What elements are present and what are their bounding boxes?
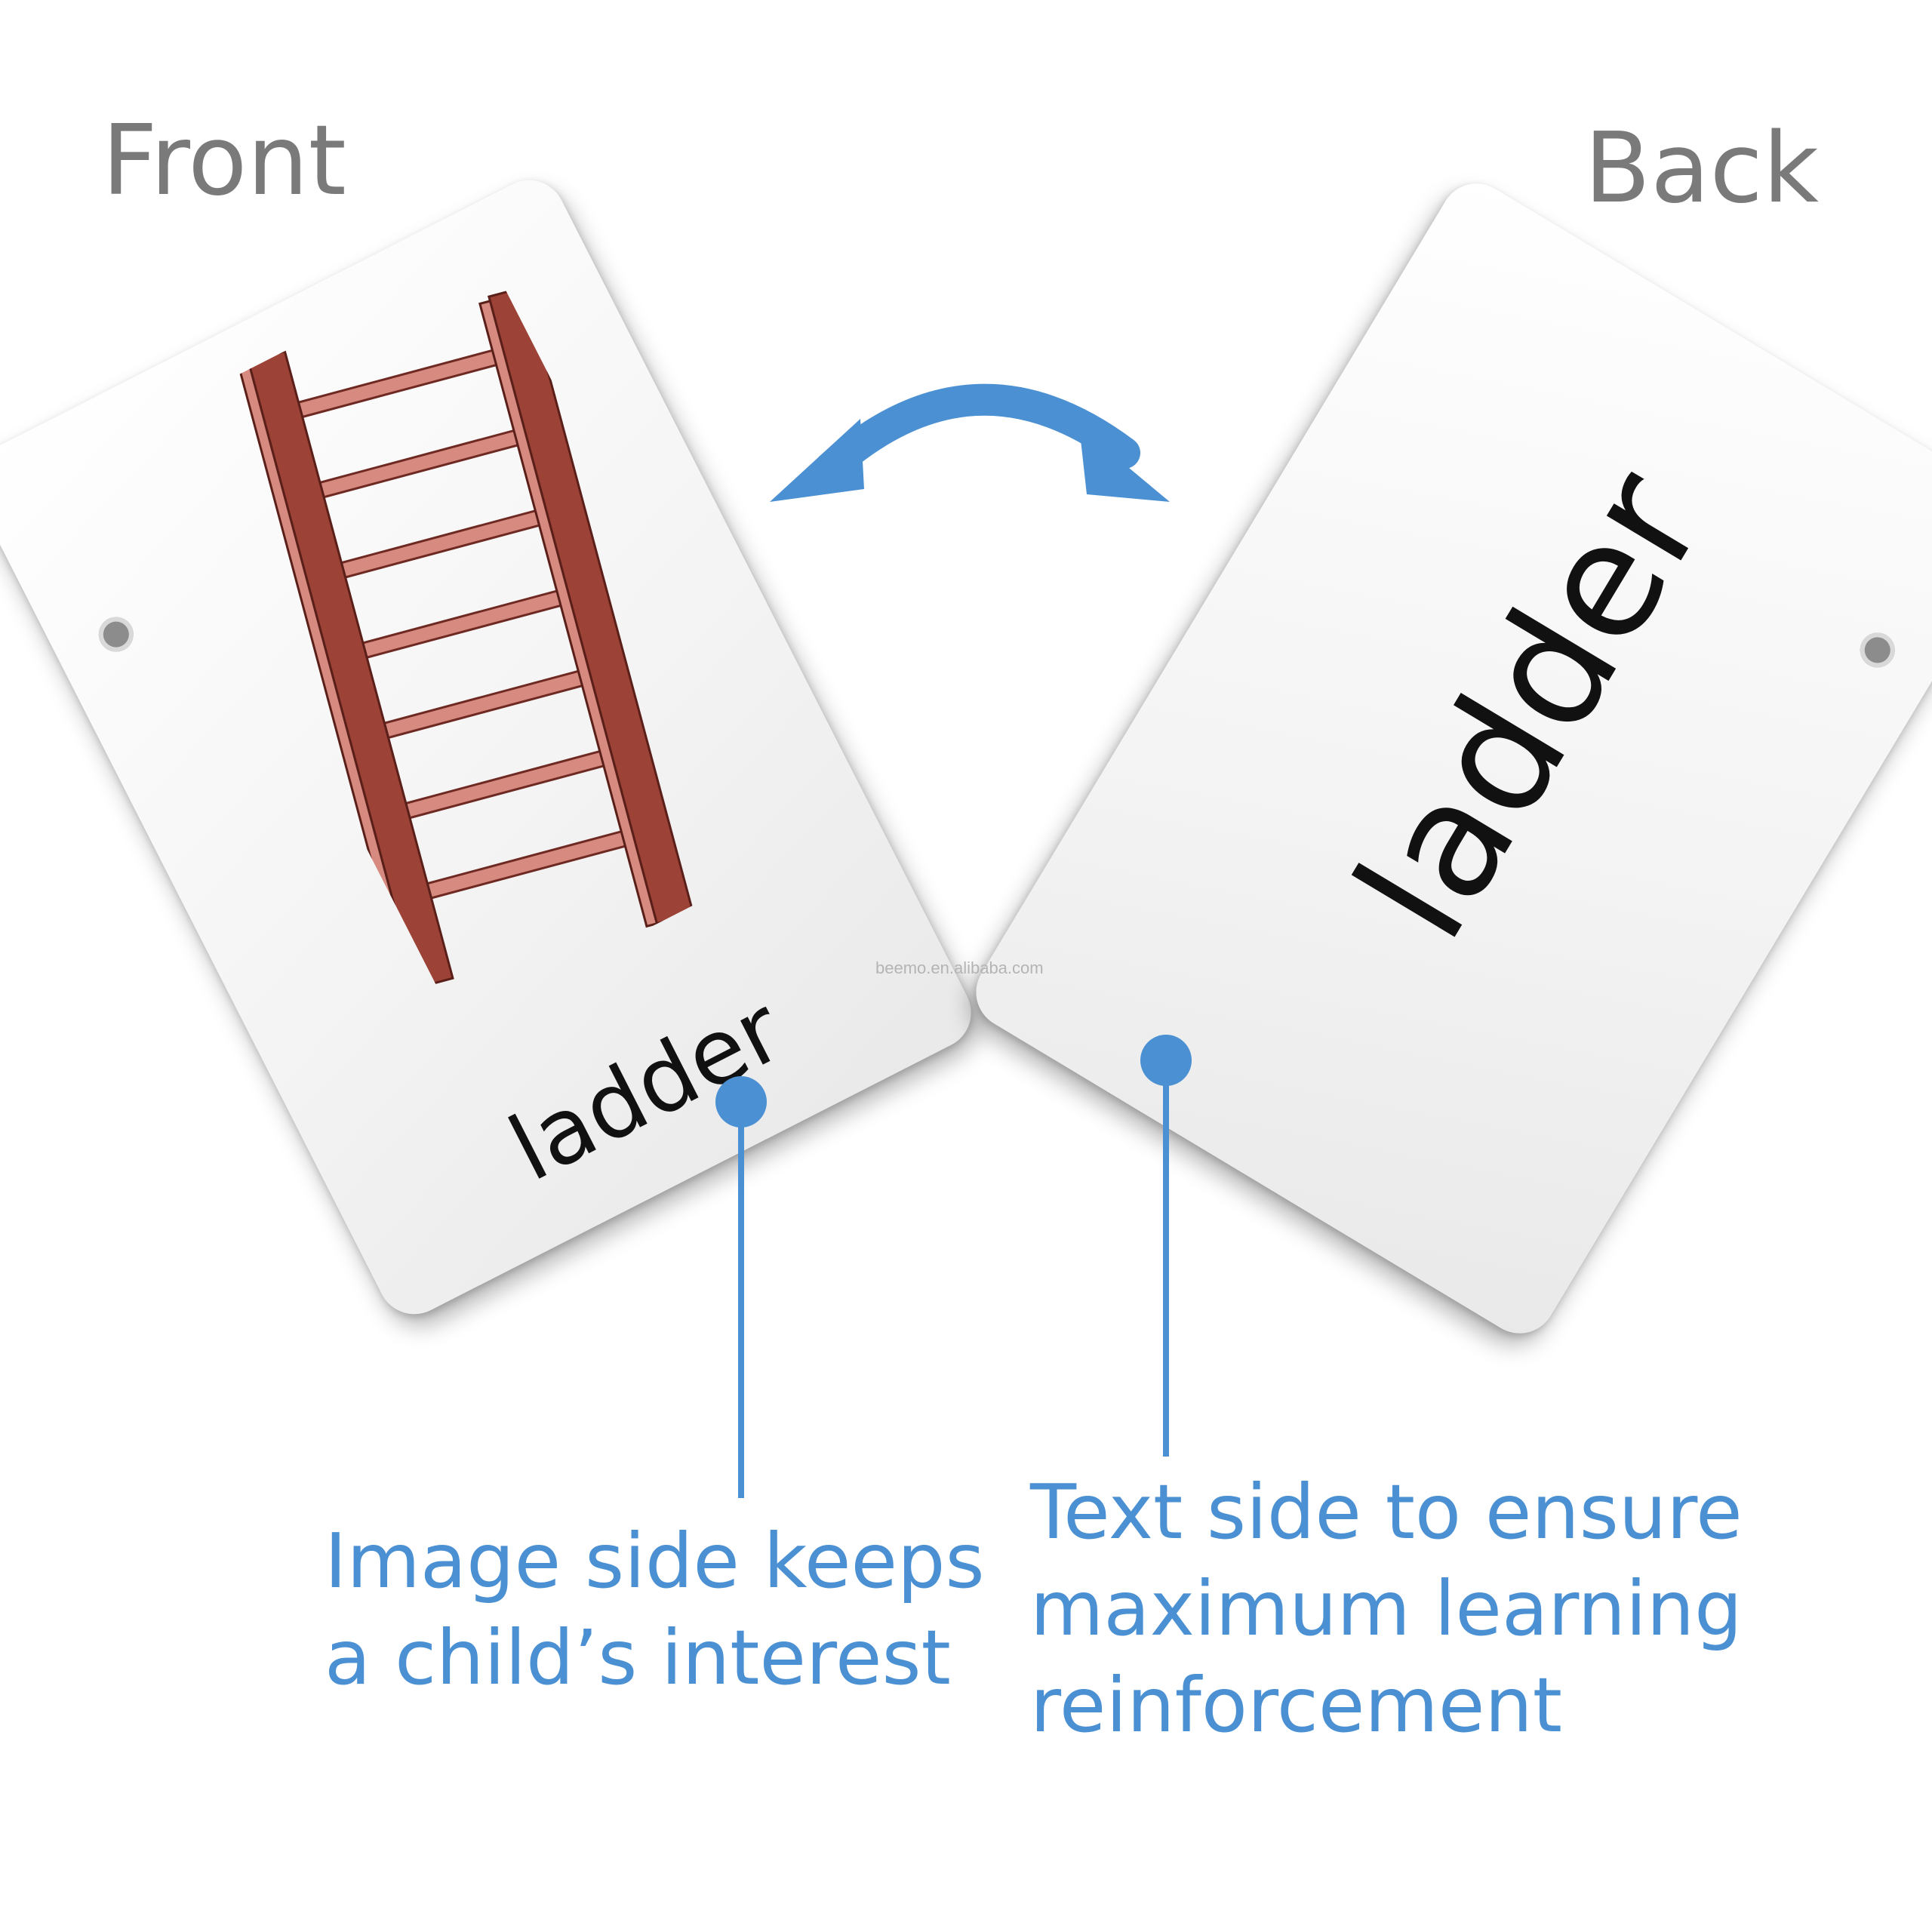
ladder-illustration <box>238 285 695 992</box>
callout-pin-back <box>1140 1035 1192 1457</box>
callout-back-line: maximum learning <box>1030 1564 1743 1653</box>
flip-arrow-icon <box>770 383 1170 502</box>
callout-pin-front <box>715 1076 767 1498</box>
callout-back-line: Text side to ensure <box>1030 1468 1743 1556</box>
watermark: beemo.en.alibaba.com <box>875 958 1044 977</box>
callout-front-line: Image side keeps <box>325 1517 985 1605</box>
callout-back-line: reinforcement <box>1030 1661 1562 1749</box>
callout-front-line: a child’s interest <box>325 1614 951 1702</box>
ladder-rail-right-edge <box>478 300 659 928</box>
front-heading: Front <box>102 105 346 217</box>
callout-front-text: Image side keeps a child’s interest <box>325 1513 985 1706</box>
back-heading: Back <box>1584 112 1819 225</box>
callout-back-text: Text side to ensure maximum learning rei… <box>1030 1464 1743 1754</box>
front-card: ladder <box>0 168 984 1327</box>
